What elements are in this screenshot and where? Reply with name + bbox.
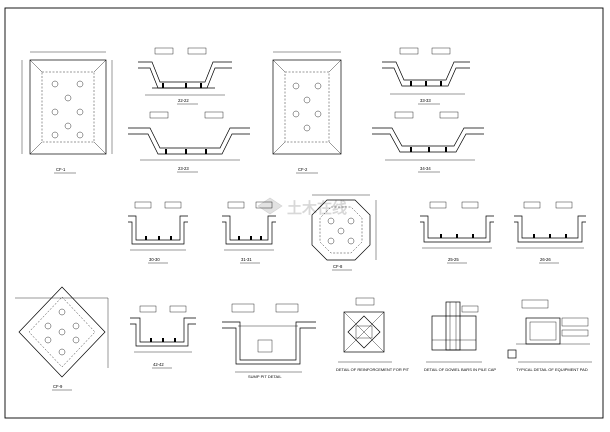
section-26-26: 26-26: [514, 201, 586, 264]
section-30-30: 30-30: [128, 201, 188, 264]
section-42-42-label: 42-42: [153, 362, 164, 367]
section-23-23-label: 23-23: [178, 166, 189, 171]
section-30-30-label: 30-30: [149, 257, 160, 262]
plan-cf-1: CF-1: [21, 51, 113, 174]
section-25-25-label: 25-25: [448, 257, 459, 262]
section-22-22-label: 22-22: [178, 98, 189, 103]
sump-pit-detail-label: SUMP PIT DETAIL: [248, 374, 282, 379]
section-33-33-label: 33-33: [420, 98, 431, 103]
dowel-bars-detail: DETAIL OF DOWEL BARS IN PILE CAP: [424, 301, 496, 372]
section-31-31-label: 31-31: [241, 257, 252, 262]
section-25-25: 25-25: [420, 201, 494, 264]
plan-cf-9: CF-9: [15, 286, 109, 391]
sheet-border: [4, 7, 604, 419]
plan-cf-8-label: CF-8: [333, 264, 343, 269]
watermark-text: 土木在线: [287, 199, 347, 217]
section-42-42: 42-42: [130, 305, 196, 369]
section-26-26-label: 26-26: [540, 257, 551, 262]
plan-cf-8: CF-8: [311, 194, 377, 271]
section-22-22: 22-22: [138, 47, 232, 105]
reinforcement-detail-label: DETAIL OF REINFORCEMENT FOR PIT: [336, 367, 410, 372]
equipment-pad-detail: TYPICAL DETAIL OF EQUIPMENT PAD: [507, 299, 592, 372]
equipment-pad-detail-label: TYPICAL DETAIL OF EQUIPMENT PAD: [516, 367, 588, 372]
plan-cf-2: CF-2: [272, 51, 342, 174]
section-34-34: 34-34: [372, 111, 484, 173]
section-34-34-label: 34-34: [420, 166, 431, 171]
plan-cf-1-label: CF-1: [56, 167, 66, 172]
reinforcement-detail: DETAIL OF REINFORCEMENT FOR PIT: [336, 297, 410, 372]
plan-cf-2-label: CF-2: [298, 167, 308, 172]
plan-cf-9-label: CF-9: [53, 384, 63, 389]
section-33-33: 33-33: [382, 47, 470, 105]
dowel-bars-detail-label: DETAIL OF DOWEL BARS IN PILE CAP: [424, 367, 496, 372]
watermark: 土木在线: [257, 197, 347, 217]
sump-pit-detail: SUMP PIT DETAIL: [222, 303, 316, 379]
section-23-23: 23-23: [128, 111, 250, 173]
section-31-31: 31-31: [222, 201, 276, 264]
